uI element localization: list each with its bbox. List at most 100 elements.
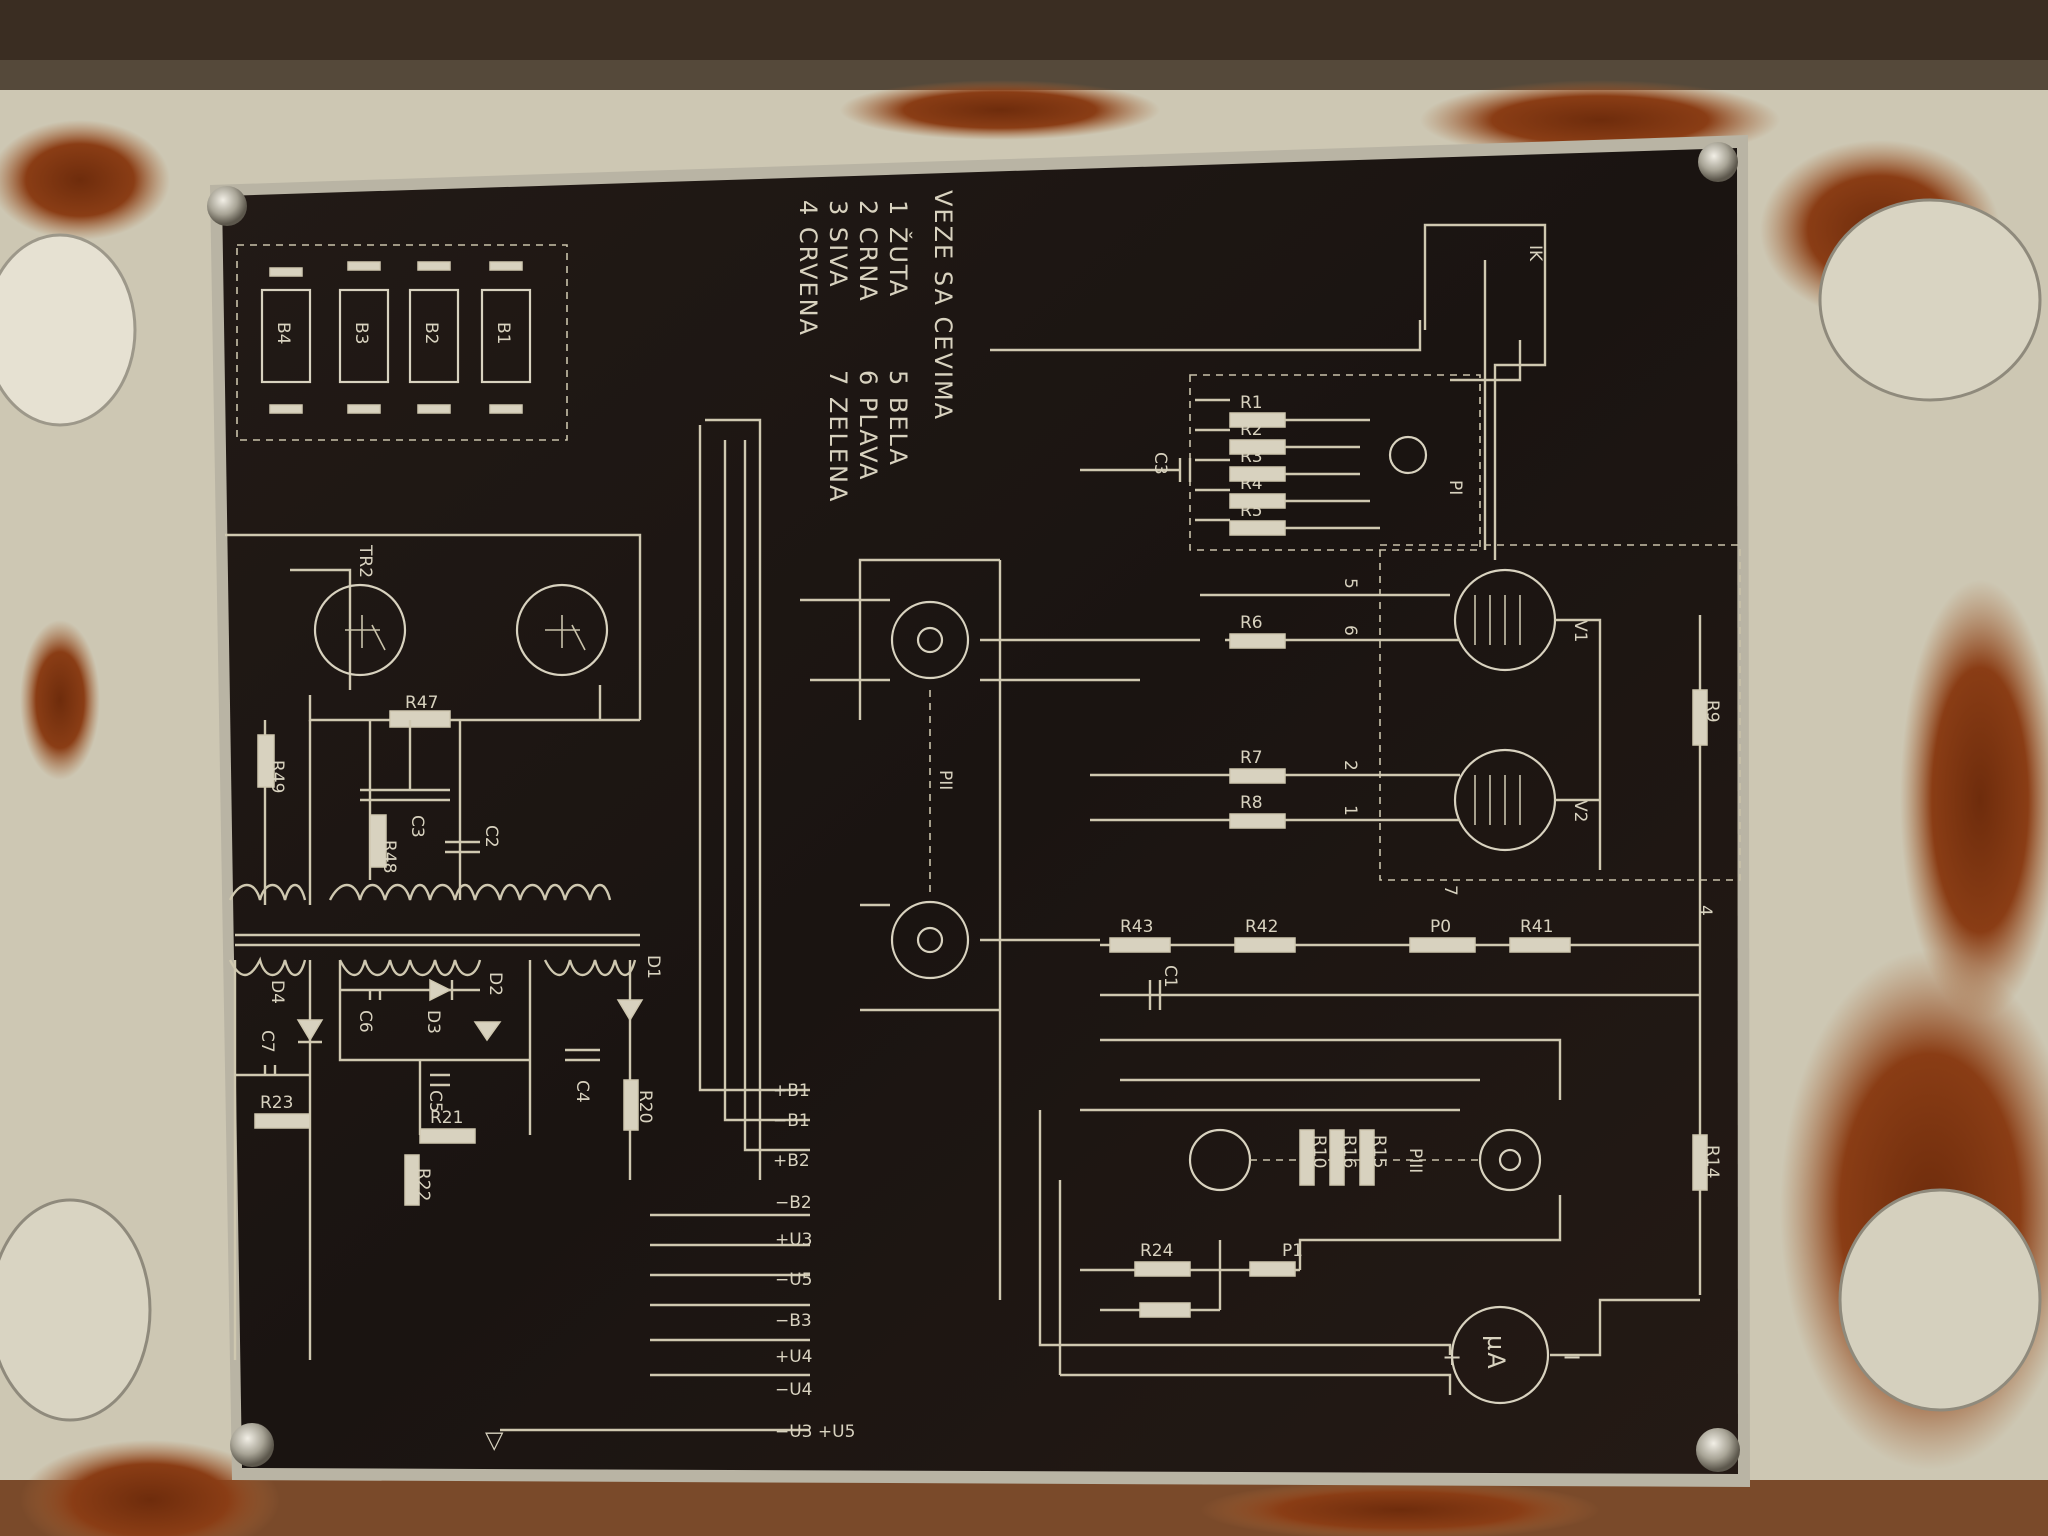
pot-p1-label: P1 <box>1282 1241 1303 1261</box>
resistor-r21-label: R21 <box>430 1108 463 1128</box>
transistor-tr2 <box>313 583 407 677</box>
resistor-r1-label: R1 <box>1240 393 1263 413</box>
tube-v2-label: V2 <box>1570 800 1590 822</box>
legend-item-5: 5 BELA <box>884 370 912 467</box>
resistor-r6-label: R6 <box>1240 613 1263 633</box>
pin-4-label: 4 <box>1695 905 1715 916</box>
legend-item-3: 3 SIVA <box>824 200 852 289</box>
resistor-r42-label: R42 <box>1245 917 1278 937</box>
resistor-r10-label: R10 <box>1309 1135 1329 1168</box>
resistor-r7-label: R7 <box>1240 748 1263 768</box>
pot-p0-label: P0 <box>1430 917 1451 937</box>
terminal-minus-u4: −U4 <box>775 1380 813 1400</box>
resistor-r15-label: R15 <box>1369 1135 1389 1168</box>
capacitor-c1-label: C1 <box>1160 965 1180 988</box>
tube-v1-label: V1 <box>1570 620 1590 642</box>
lower-section: R43 R42 P0 R41 C1 PIII R10 R16 R15 R14 R… <box>1038 917 1722 1405</box>
resistor-r20-label: R20 <box>635 1090 655 1123</box>
pin-1-label: 1 <box>1340 805 1360 816</box>
switch-p2-label: PII <box>935 770 955 790</box>
resistor-r22-label: R22 <box>413 1168 433 1201</box>
terminal-bus: +B1 −B1 +B2 −B2 +U3 −U5 −B3 +U4 −U4 −U3 … <box>485 418 855 1454</box>
bolt-top-right <box>1698 142 1738 182</box>
legend: VEZE SA CEVIMA 1 ŽUTA 2 CRNA 3 SIVA 4 CR… <box>794 190 957 503</box>
switch-p3-label: PIII <box>1405 1148 1425 1173</box>
microammeter-minus: − <box>1562 1343 1584 1371</box>
capacitor-c4-left-label: C4 <box>572 1080 592 1103</box>
terminal-minus-u5: −U5 <box>775 1270 813 1290</box>
pin-7-label: 7 <box>1440 885 1460 896</box>
legend-item-7: 7 ZELENA <box>824 370 852 503</box>
battery-compartment: B4 B3 B2 B1 <box>236 244 568 441</box>
legend-left-column: 1 ŽUTA 2 CRNA 3 SIVA 4 CRVENA <box>794 200 913 337</box>
resistor-r41-label: R41 <box>1520 917 1553 937</box>
capacitor-c3-top-label: C3 <box>1150 452 1170 475</box>
diode-d2-label: D2 <box>485 972 505 996</box>
terminal-plus-u3: +U3 <box>775 1230 813 1250</box>
battery-b2: B2 <box>408 261 460 414</box>
legend-item-1: 1 ŽUTA <box>884 200 913 298</box>
capacitor-c3-left-label: C3 <box>407 815 427 838</box>
pin-2-label: 2 <box>1340 760 1360 771</box>
resistor-r3-label: R3 <box>1240 447 1263 467</box>
microammeter-plus: + <box>1442 1343 1464 1371</box>
diode-d4-label: D4 <box>267 980 287 1004</box>
bolt-bottom-left <box>230 1423 274 1467</box>
terminal-plus-u4: +U4 <box>775 1347 813 1367</box>
resistor-r4-label: R4 <box>1240 474 1263 494</box>
legend-item-4: 4 CRVENA <box>794 200 822 337</box>
battery-b4: B4 <box>260 267 312 414</box>
bolt-top-left <box>207 186 247 226</box>
pin-5-label: 5 <box>1340 578 1360 589</box>
pin-6-label: 6 <box>1340 625 1360 636</box>
resistor-r5-label: R5 <box>1240 501 1263 521</box>
transistor-tr2-label: TR2 <box>355 544 375 578</box>
resistor-r2-label: R2 <box>1240 420 1263 440</box>
terminal-plus-b2: +B2 <box>773 1151 810 1171</box>
resistor-r48-label: R48 <box>379 840 399 873</box>
terminal-minus-b2: −B2 <box>775 1193 812 1213</box>
oscillator-section: TR2 R47 R49 C3 R48 C2 <box>225 533 642 977</box>
terminal-minus-u3-plus-u5: −U3 +U5 <box>775 1422 855 1442</box>
bolt-bottom-right <box>1696 1428 1740 1472</box>
legend-item-2: 2 CRNA <box>854 200 882 303</box>
transistor-tr1 <box>515 583 609 677</box>
resistor-r49-label: R49 <box>267 760 287 793</box>
resistor-r43-label: R43 <box>1120 917 1153 937</box>
capacitor-c6-label: C6 <box>355 1010 375 1033</box>
microammeter <box>1450 1305 1550 1405</box>
battery-b2-label: B2 <box>421 322 441 344</box>
resistor-r8-label: R8 <box>1240 793 1263 813</box>
switch-p1-symbol <box>1388 435 1428 475</box>
plate-title: VEZE SA CEVIMA <box>929 190 957 421</box>
resistor-r16-label: R16 <box>1339 1135 1359 1168</box>
resistor-r23-label: R23 <box>260 1093 293 1113</box>
resistor-r24-label: R24 <box>1140 1241 1173 1261</box>
battery-b3: B3 <box>338 261 390 414</box>
battery-b1-label: B1 <box>493 322 513 344</box>
resistor-r47-label: R47 <box>405 693 438 713</box>
battery-b4-label: B4 <box>273 322 293 344</box>
microammeter-label: µA <box>1482 1335 1510 1371</box>
capacitor-c5-label: C5 <box>425 1090 445 1113</box>
terminal-minus-b3: −B3 <box>775 1311 812 1331</box>
battery-b1: B1 <box>480 261 532 414</box>
resistor-r14-label: R14 <box>1702 1145 1722 1178</box>
capacitor-c2-label: C2 <box>481 825 501 848</box>
legend-item-6: 6 PLAVA <box>854 370 882 481</box>
diode-d3-label: D3 <box>423 1010 443 1034</box>
resistor-r9-label: R9 <box>1702 700 1722 723</box>
switch-ik-label: IK <box>1525 245 1545 262</box>
terminal-plus-b1: +B1 <box>773 1081 810 1101</box>
terminal-minus-b1: −B1 <box>773 1111 810 1131</box>
range-section: IK R1 R2 R3 R4 R5 PI C3 <box>990 223 1547 560</box>
rectifier-section: D4 C7 R23 C6 D3 D2 C5 R21 R22 D1 C4 R20 <box>233 955 663 1360</box>
switch-p3-wafer-right <box>1478 1128 1542 1192</box>
capacitor-c7-label: C7 <box>257 1030 277 1053</box>
diode-d1-label: D1 <box>643 955 663 979</box>
ground-symbol: ▽ <box>485 1426 505 1454</box>
switch-p1-label: PI <box>1445 480 1465 495</box>
tube-section: V1 V2 R9 R6 R7 R8 5 6 2 1 7 4 <box>1090 544 1741 1295</box>
legend-right-column: 5 BELA 6 PLAVA 7 ZELENA <box>824 370 912 503</box>
